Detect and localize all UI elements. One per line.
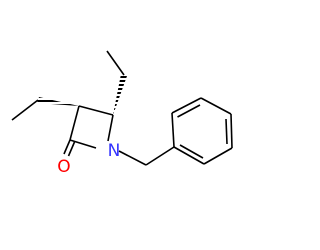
bond-ring-6-1 [173,146,205,165]
aromatic-line-b [225,118,228,145]
bond-c2-o-outer [63,139,71,155]
aromatic-line-a [177,104,201,118]
bond-ring-1-2 [171,112,175,148]
aromatic-line-c [179,144,204,159]
bond-c4-n1 [107,114,114,142]
molecule-structure: N O [0,0,250,250]
bond-n1-ch2 [118,150,147,166]
oxygen-atom-label: O [57,157,70,177]
bond-n1-c2 [69,139,97,149]
bond-ring-5-6 [203,147,233,165]
bond-c2-c3 [69,105,80,141]
bond-ch2-phenyl [145,146,175,166]
hashed-wedge-bond-c4-ethyl [113,74,127,115]
bond-ring-3-4 [200,97,232,115]
bond-ethyl-left [11,99,39,121]
bond-ethyl-top [106,50,125,76]
background [0,0,250,250]
nitrogen-atom-label: N [108,141,121,161]
bond-ring-4-5 [230,113,233,149]
hashed-wedge-bond-c3-ethyl [37,97,79,106]
bond-c2-o-inner [67,141,76,157]
bond-c3-c4 [78,105,114,116]
bond-ring-2-3 [171,97,202,114]
